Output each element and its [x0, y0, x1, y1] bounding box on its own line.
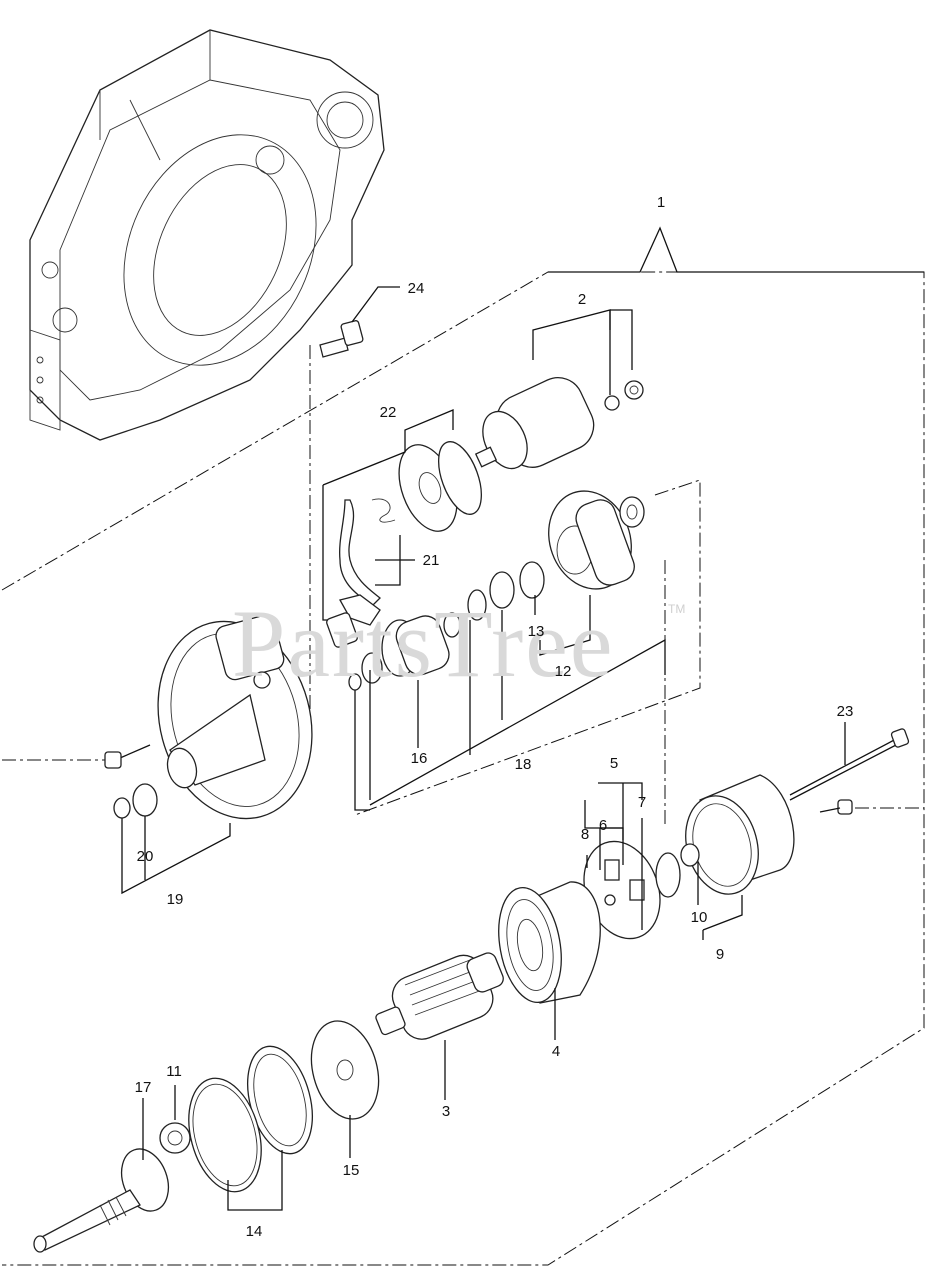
- callout-10: 10: [690, 909, 708, 926]
- through-bolt-23: [789, 728, 910, 815]
- callout-8: 8: [580, 826, 590, 843]
- pinion-clutch-16: [326, 612, 461, 691]
- callout-1: 1: [656, 194, 666, 211]
- pinion-shaft-17: [33, 1148, 170, 1253]
- watermark-trademark: TM: [668, 602, 686, 616]
- callout-6: 6: [598, 817, 608, 834]
- callout-5: 5: [609, 755, 619, 772]
- yoke-4: [498, 881, 601, 1004]
- callout-2: 2: [577, 291, 587, 308]
- callout-17: 17: [134, 1079, 152, 1096]
- flywheel-housing: [29, 29, 385, 441]
- plates-22: [398, 441, 482, 532]
- bushing-20: [113, 783, 158, 819]
- internal-gear-14: [188, 1045, 313, 1193]
- assembly-outline: [1, 271, 925, 1266]
- callout-14: 14: [245, 1223, 263, 1240]
- callout-12: 12: [554, 663, 572, 680]
- insulator-ring: [655, 852, 681, 898]
- callout-22: 22: [379, 404, 397, 421]
- rear-cover-9: [680, 774, 795, 895]
- callout-20: 20: [136, 848, 154, 865]
- drive-housing-19: [157, 614, 313, 820]
- callout-23: 23: [836, 703, 854, 720]
- callout-24: 24: [407, 280, 425, 297]
- plate-15: [310, 1020, 380, 1120]
- callout-21: 21: [422, 552, 440, 569]
- callout-7: 7: [637, 794, 647, 811]
- callout-11: 11: [166, 1063, 182, 1080]
- washers-13: [467, 561, 545, 621]
- callout-13: 13: [527, 623, 545, 640]
- callout-16: 16: [410, 750, 428, 767]
- housing-bolt: [104, 744, 151, 769]
- solenoid-2: [474, 377, 644, 470]
- callout-3: 3: [441, 1103, 451, 1120]
- callout-18: 18: [514, 756, 532, 773]
- brush-holder-5: [583, 840, 661, 940]
- callout-19: 19: [166, 891, 184, 908]
- shift-lever-21: [338, 498, 396, 626]
- armature-3: [375, 952, 504, 1040]
- callout-15: 15: [342, 1162, 360, 1179]
- gear-housing-12: [548, 490, 645, 590]
- callout-9: 9: [715, 946, 725, 963]
- planet-gear-11: [159, 1122, 191, 1154]
- callout-4: 4: [551, 1043, 561, 1060]
- bolt-24: [319, 320, 364, 358]
